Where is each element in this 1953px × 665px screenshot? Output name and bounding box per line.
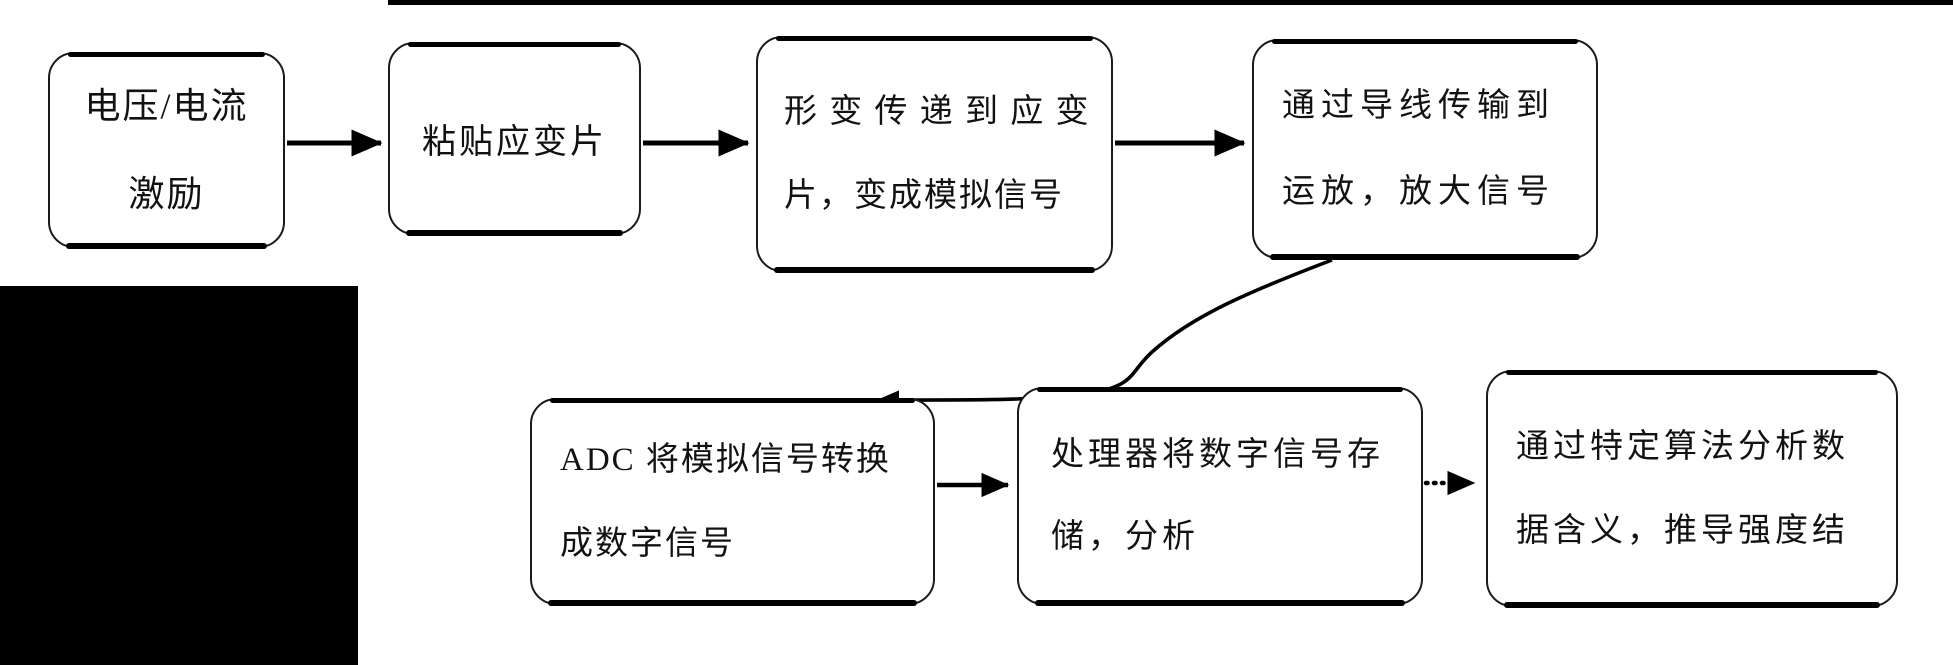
node-text: 处理器将数字信号存 (1051, 437, 1384, 473)
curve-wire-opamp-to-adc (876, 258, 1333, 410)
top-rule-line (388, 0, 1953, 5)
flow-node-adc: ADC 将模拟信号转换 成数字信号 (530, 397, 935, 606)
flow-node-deformation: 形 变 传 递 到 应 变 片，变成模拟信号 (756, 35, 1113, 273)
node-text: ADC 将模拟信号转换 (560, 441, 891, 478)
node-text: 据含义，推导强度结 (1516, 512, 1849, 549)
node-text: 形 变 传 递 到 应 变 (784, 94, 1091, 130)
node-text: 电压/电流 (84, 86, 249, 126)
flow-node-wire-opamp: 通过导线传输到 运放，放大信号 (1252, 38, 1598, 260)
flow-node-algorithm: 通过特定算法分析数 据含义，推导强度结 (1486, 369, 1898, 608)
flow-node-strain-gauge: 粘贴应变片 (388, 41, 641, 236)
flow-node-excitation: 电压/电流 激励 (48, 51, 285, 249)
node-text: 成数字信号 (560, 525, 735, 562)
redacted-block (0, 286, 358, 665)
node-text: 通过导线传输到 (1282, 88, 1555, 124)
node-text: 储，分析 (1051, 519, 1199, 555)
node-text: 粘贴应变片 (422, 124, 607, 161)
node-text: 运放，放大信号 (1282, 174, 1555, 210)
node-text: 激励 (128, 174, 205, 214)
node-text: 片，变成模拟信号 (784, 178, 1064, 214)
node-text: 通过特定算法分析数 (1516, 428, 1849, 465)
flow-node-processor: 处理器将数字信号存 储，分析 (1017, 386, 1423, 606)
